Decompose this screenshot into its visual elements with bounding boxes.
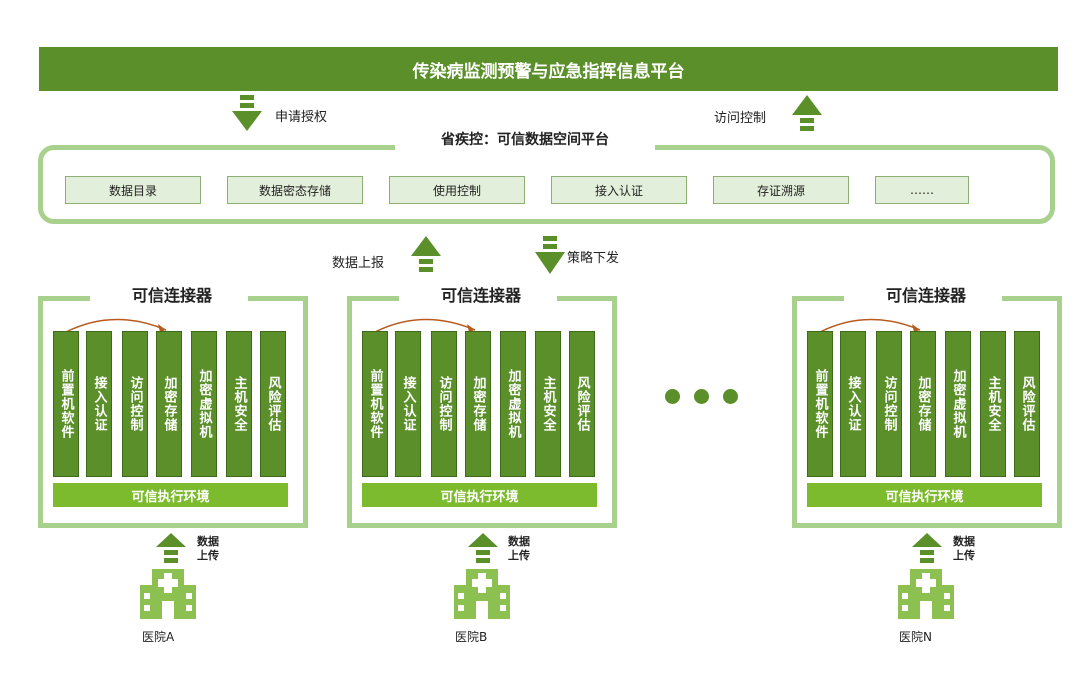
module-item: 数据密态存储	[227, 176, 363, 204]
upload-label: 数据上传	[508, 535, 530, 562]
access-control-label: 访问控制	[714, 111, 767, 126]
module-item: 存证溯源	[713, 176, 849, 204]
connector-column: 接入认证	[395, 331, 421, 477]
connector-column: 主机安全	[226, 331, 252, 477]
connector-column: 前置机软件	[53, 331, 79, 477]
platform-title: 省疾控：可信数据空间平台	[395, 128, 655, 150]
up-arrow-icon	[912, 533, 942, 563]
connector-frame-top	[792, 296, 844, 301]
down-arrow-icon	[232, 95, 262, 131]
module-item: 数据目录	[65, 176, 201, 204]
connector-column: 加密虚拟机	[945, 331, 971, 477]
connector-frame-top	[347, 296, 399, 301]
apply-auth-label: 申请授权	[275, 110, 328, 125]
connector-column: 风险评估	[1014, 331, 1040, 477]
tee-bar: 可信执行环境	[362, 483, 597, 507]
module-item: ……	[875, 176, 969, 204]
connector-column: 访问控制	[431, 331, 457, 477]
curved-arrow-icon	[65, 318, 167, 333]
connector-column: 风险评估	[260, 331, 286, 477]
connector-column: 接入认证	[86, 331, 112, 477]
hospital-icon	[140, 569, 196, 619]
ellipsis-dot	[694, 389, 709, 404]
connector-column: 访问控制	[122, 331, 148, 477]
connector-frame	[347, 296, 617, 528]
curved-arrow-icon	[819, 318, 921, 333]
connector-frame-top	[248, 296, 308, 301]
tee-bar: 可信执行环境	[807, 483, 1042, 507]
hospital-label: 医院B	[455, 630, 488, 644]
module-item: 接入认证	[551, 176, 687, 204]
connector-column: 加密存储	[910, 331, 936, 477]
up-arrow-icon	[156, 533, 186, 563]
hospital-icon	[454, 569, 510, 619]
ellipsis-dot	[723, 389, 738, 404]
banner-title: 传染病监测预警与应急指挥信息平台	[412, 61, 685, 82]
connector-column: 加密存储	[156, 331, 182, 477]
connector-column: 访问控制	[876, 331, 902, 477]
connector-column: 加密虚拟机	[191, 331, 217, 477]
connector-frame	[792, 296, 1062, 528]
connector-column: 接入认证	[840, 331, 866, 477]
hospital-icon	[898, 569, 954, 619]
connector-frame-top	[557, 296, 617, 301]
connector-column: 主机安全	[980, 331, 1006, 477]
hospital-label: 医院N	[899, 630, 932, 644]
tee-bar: 可信执行环境	[53, 483, 288, 507]
upload-label: 数据上传	[197, 535, 219, 562]
up-arrow-icon	[792, 95, 822, 131]
connector-column: 前置机软件	[362, 331, 388, 477]
module-item: 使用控制	[389, 176, 525, 204]
up-arrow-icon	[411, 236, 441, 272]
data-report-label: 数据上报	[332, 256, 385, 271]
up-arrow-icon	[468, 533, 498, 563]
down-arrow-icon	[535, 236, 565, 274]
connector-column: 加密存储	[465, 331, 491, 477]
connector-frame	[38, 296, 308, 528]
connector-column: 主机安全	[535, 331, 561, 477]
curved-arrow-icon	[374, 318, 476, 333]
connector-column: 加密虚拟机	[500, 331, 526, 477]
top-platform-banner: 传染病监测预警与应急指挥信息平台	[39, 47, 1058, 91]
policy-issue-label: 策略下发	[567, 251, 620, 266]
connector-frame-top	[38, 296, 90, 301]
connector-frame-top	[1002, 296, 1062, 301]
connector-column: 前置机软件	[807, 331, 833, 477]
hospital-label: 医院A	[142, 630, 175, 644]
connector-title: 可信连接器	[440, 286, 521, 305]
connector-title: 可信连接器	[885, 286, 966, 305]
ellipsis-dot	[665, 389, 680, 404]
connector-column: 风险评估	[569, 331, 595, 477]
upload-label: 数据上传	[953, 535, 975, 562]
connector-title: 可信连接器	[131, 286, 212, 305]
